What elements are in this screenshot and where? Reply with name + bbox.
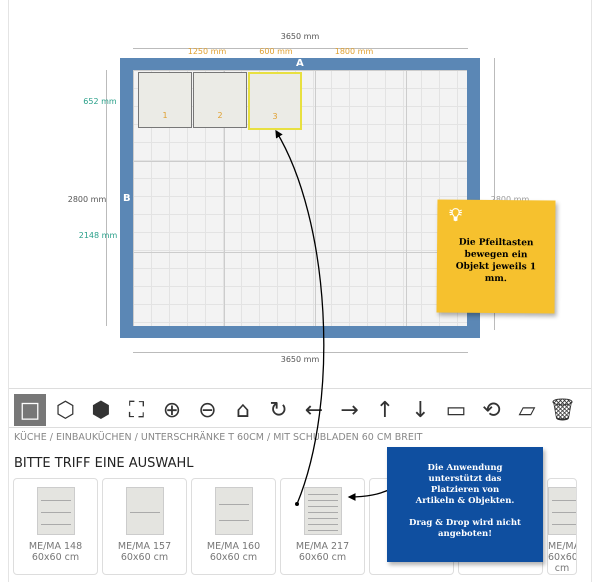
dim-line — [494, 58, 495, 330]
dim-line — [133, 352, 468, 353]
product-name: ME/MA 217 — [295, 541, 350, 552]
product-image — [36, 487, 75, 535]
cabinet-3-selected[interactable]: 3 — [248, 72, 302, 130]
ruler-icon: ▭ — [445, 397, 467, 423]
tip-blue-line1: Die Anwendung unterstützt das Platzieren… — [415, 463, 515, 506]
tip-blue: Die Anwendung unterstützt das Platzieren… — [387, 447, 543, 562]
dim-line — [133, 48, 468, 49]
wall-view-button[interactable]: ▱ — [511, 394, 543, 426]
rotate-object-icon: ⟲ — [482, 397, 501, 423]
product-image — [548, 487, 576, 535]
cube-solid-button[interactable]: ⬢ — [85, 394, 117, 426]
dim-seg3: 1800 mm — [334, 47, 374, 56]
arrow-down-button[interactable]: ↓ — [405, 394, 437, 426]
product-size: 60x60 cm — [209, 552, 258, 563]
arrow-to-cabinet — [275, 129, 325, 505]
product-name: ME/MA 148 — [28, 541, 83, 552]
rotate-button[interactable]: ↻ — [263, 394, 295, 426]
dim-bottom-total: 3650 mm — [280, 355, 320, 364]
trash-button[interactable]: 🗑 — [547, 394, 579, 426]
rotate-object-button[interactable]: ⟲ — [476, 394, 508, 426]
wall-a-label: A — [296, 58, 304, 69]
select-2d-icon: □ — [19, 397, 41, 423]
ruler-button[interactable]: ▭ — [440, 394, 472, 426]
arrow-up-icon: ↑ — [375, 397, 395, 423]
home-icon: ⌂ — [236, 397, 250, 423]
product-image — [125, 487, 164, 535]
section-heading: BITTE TRIFF EINE AUSWAHL — [14, 456, 194, 471]
arrow-down-icon: ↓ — [411, 397, 430, 423]
dim-top-total: 3650 mm — [280, 32, 320, 41]
zoom-out-button[interactable]: ⊖ — [192, 394, 224, 426]
cube-outline-icon: ⬡ — [55, 397, 76, 423]
wall-b-label: B — [123, 193, 131, 204]
cabinet-2[interactable]: 2 — [193, 72, 247, 128]
zoom-fit-button[interactable]: ⛶ — [121, 394, 153, 426]
product-image — [303, 487, 342, 535]
wall-view-icon: ▱ — [518, 397, 536, 423]
home-button[interactable]: ⌂ — [227, 394, 259, 426]
dim-left-total: 2800 mm — [67, 195, 107, 204]
product-size: 60x60 cm — [120, 552, 169, 563]
product-name: ME/MA — [548, 541, 577, 552]
cube-outline-button[interactable]: ⬡ — [50, 394, 82, 426]
zoom-in-button[interactable]: ⊕ — [156, 394, 188, 426]
product-name: ME/MA 160 — [206, 541, 261, 552]
arrow-right-button[interactable]: → — [334, 394, 366, 426]
arrow-right-icon: → — [340, 397, 359, 423]
arrow-up-button[interactable]: ↑ — [369, 394, 401, 426]
dim-line — [106, 70, 107, 326]
product-name: ME/MA 157 — [117, 541, 172, 552]
toolbar: □⬡⬢⛶⊕⊖⌂↻←→↑↓▭⟲▱🗑 — [9, 388, 591, 428]
zoom-out-icon: ⊖ — [198, 397, 217, 423]
tip-blue-line2: Drag & Drop wird nicht angeboten! — [409, 518, 521, 539]
product-size: 60x60 cm — [548, 552, 577, 574]
product-size: 60x60 cm — [31, 552, 80, 563]
zoom-fit-icon: ⛶ — [128, 397, 145, 423]
dim-seg2: 600 mm — [259, 47, 293, 56]
select-2d-button[interactable]: □ — [14, 394, 46, 426]
cube-solid-icon: ⬢ — [91, 397, 111, 423]
zoom-in-icon: ⊕ — [162, 397, 182, 423]
app-frame — [8, 0, 592, 582]
dim-left-rest: 2148 mm — [78, 231, 118, 240]
trash-icon: 🗑 — [548, 397, 577, 423]
dim-left-cab: 652 mm — [83, 97, 117, 106]
product-size: 60x60 cm — [298, 552, 347, 563]
rotate-icon: ↻ — [269, 397, 288, 423]
breadcrumb[interactable]: KÜCHE / EINBAUKÜCHEN / UNTERSCHRÄNKE T 6… — [14, 432, 423, 443]
dim-seg1: 1250 mm — [187, 47, 227, 56]
cabinet-1[interactable]: 1 — [138, 72, 192, 128]
product-image — [214, 487, 253, 535]
